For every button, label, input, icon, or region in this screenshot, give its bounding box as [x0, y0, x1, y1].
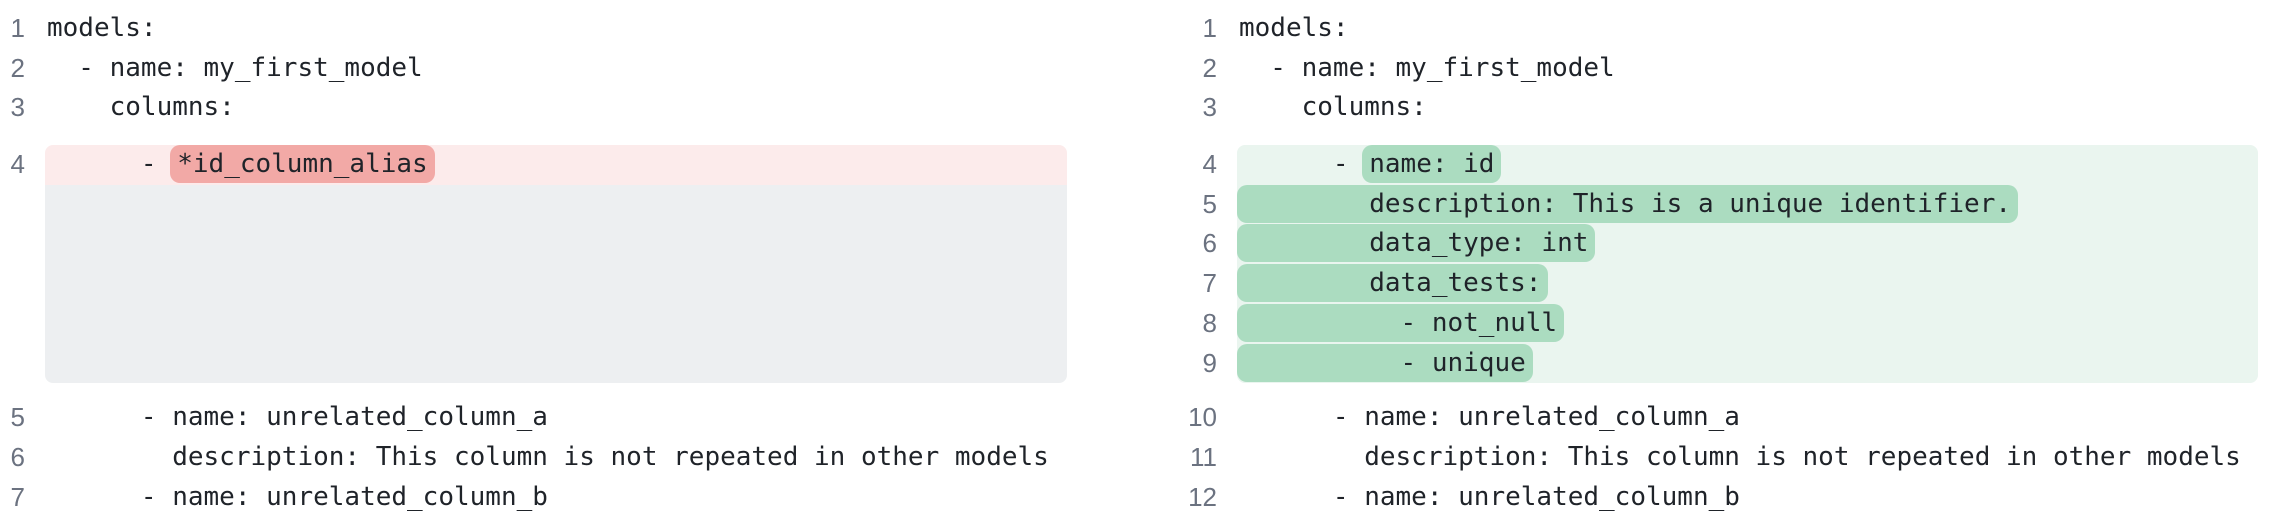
filler-area [45, 184, 1067, 384]
line-number: 8 [1202, 307, 1217, 338]
line-number: 12 [1188, 481, 1217, 512]
code-text: - unique [1237, 343, 2258, 384]
code-text: columns: [1237, 88, 2258, 128]
line-number-spacer [0, 185, 45, 384]
line-number: 6 [1202, 228, 1217, 259]
code-line: 10 - name: unrelated_column_a [1139, 398, 2258, 438]
code-line: 2 - name: my_first_model [0, 49, 1067, 89]
line-number: 4 [1202, 149, 1217, 180]
code-segment: - name: unrelated_column_b [47, 481, 548, 512]
code-segment: - name: my_first_model [47, 52, 423, 83]
line-number: 1 [1202, 13, 1217, 43]
code-line: 7 data_tests: [1139, 264, 2258, 304]
code-line: 4 - name: id [1139, 145, 2258, 185]
code-segment: columns: [47, 92, 235, 123]
line-number: 5 [10, 402, 25, 433]
code-segment: columns: [1239, 92, 1427, 123]
code-line: 3 columns: [0, 88, 1067, 128]
code-line: 11 description: This column is not repea… [1139, 438, 2258, 478]
diff-filler [0, 184, 1067, 384]
code-segment: - name: unrelated_column_a [1239, 402, 1740, 433]
code-text: - name: id [1237, 145, 2258, 185]
code-segment: description: This column is not repeated… [1239, 441, 2241, 472]
code-segment: description: This column is not repeated… [47, 441, 1049, 472]
code-segment: - name: my_first_model [1239, 52, 1615, 83]
code-text: data_tests: [1237, 264, 2258, 304]
code-segment: - [47, 149, 173, 180]
code-text: - name: unrelated_column_a [45, 398, 1067, 438]
code-line: 1 models: [0, 9, 1067, 49]
code-segment: models: [1239, 13, 1349, 43]
line-number: 2 [1202, 52, 1217, 83]
code-line: 4 - *id_column_alias [0, 145, 1067, 185]
line-number: 5 [1202, 188, 1217, 219]
diff-added-highlight: - unique [1237, 343, 1533, 382]
code-line: 8 - not_null [1139, 303, 2258, 344]
line-number: 3 [1202, 92, 1217, 123]
code-line: 5 description: This is a unique identifi… [1139, 184, 2258, 225]
line-number: 7 [1202, 268, 1217, 299]
code-text: - name: my_first_model [1237, 49, 2258, 89]
code-line: 3 columns: [1139, 88, 2258, 128]
line-number: 4 [10, 149, 25, 180]
code-text: - name: unrelated_column_b [1237, 478, 2258, 518]
code-segment: - [1239, 149, 1365, 180]
line-number: 10 [1188, 402, 1217, 433]
code-segment: models: [47, 13, 157, 43]
line-number: 1 [10, 13, 25, 43]
code-line: 2 - name: my_first_model [1139, 49, 2258, 89]
diff-removed-highlight: *id_column_alias [170, 145, 435, 184]
code-line: 6 data_type: int [1139, 224, 2258, 265]
line-number: 2 [10, 52, 25, 83]
code-text: - name: my_first_model [45, 49, 1067, 89]
code-line: 1 models: [1139, 9, 2258, 49]
code-line: 9 - unique [1139, 343, 2258, 384]
code-text: columns: [45, 88, 1067, 128]
code-text: - name: unrelated_column_b [45, 478, 1067, 518]
diff-added-highlight: - not_null [1237, 303, 1565, 342]
diff-added-highlight: description: This is a unique identifier… [1237, 184, 2019, 223]
code-text: - name: unrelated_column_a [1237, 398, 2258, 438]
diff-added-highlight: name: id [1362, 145, 1502, 184]
code-text: models: [45, 9, 1067, 49]
code-line: 7 - name: unrelated_column_b [0, 478, 1067, 518]
code-text: description: This column is not repeated… [45, 438, 1067, 478]
code-text: - not_null [1237, 303, 2258, 344]
diff-added-highlight: data_type: int [1237, 224, 1596, 263]
line-number: 7 [10, 481, 25, 512]
line-number: 6 [10, 441, 25, 472]
code-text: description: This is a unique identifier… [1237, 184, 2258, 225]
code-text: models: [1237, 9, 2258, 49]
code-text: data_type: int [1237, 224, 2258, 265]
line-number: 11 [1190, 441, 1217, 472]
code-text: - *id_column_alias [45, 145, 1067, 185]
line-number: 3 [10, 92, 25, 123]
code-segment: - name: unrelated_column_b [1239, 481, 1740, 512]
code-line: 6 description: This column is not repeat… [0, 438, 1067, 478]
diff-added-highlight: data_tests: [1237, 264, 1549, 303]
code-segment: - name: unrelated_column_a [47, 402, 548, 433]
line-number: 9 [1202, 347, 1217, 378]
code-line: 5 - name: unrelated_column_a [0, 398, 1067, 438]
code-line: 12 - name: unrelated_column_b [1139, 478, 2258, 518]
diff-removed-block: 4 - *id_column_alias [0, 145, 1067, 384]
code-text: description: This column is not repeated… [1237, 438, 2258, 478]
